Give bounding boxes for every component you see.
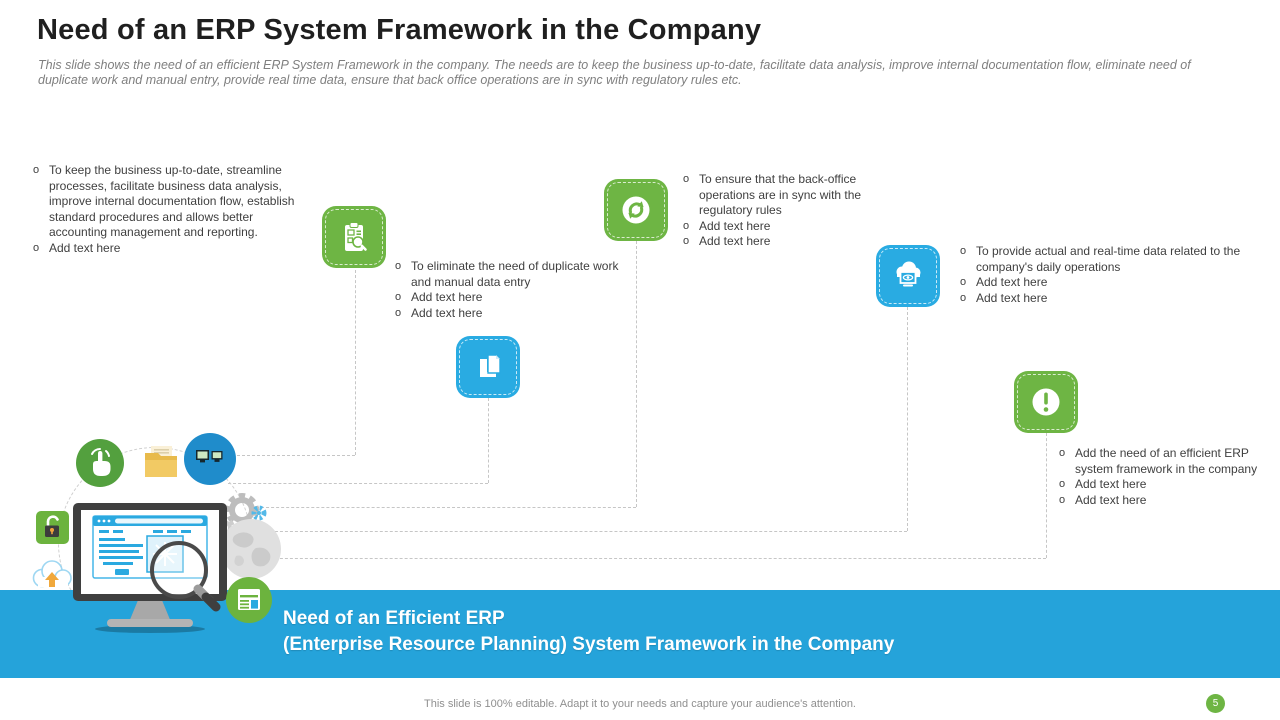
magnifier-icon	[146, 539, 232, 630]
bullet-marker: o	[959, 276, 967, 288]
footer-note: This slide is 100% editable. Adapt it to…	[424, 698, 856, 710]
bullet-item: o To eliminate the need of duplicate wor…	[392, 259, 624, 290]
bullet-text: Add text here	[699, 218, 771, 233]
browser-doc-icon	[226, 577, 272, 628]
connector-4-horizontal	[240, 531, 907, 532]
bullet-marker: o	[682, 173, 690, 185]
bullet-text: To eliminate the need of duplicate work …	[411, 259, 619, 289]
bullet-item: o Add text here	[680, 219, 880, 235]
bullet-text: Add text here	[411, 305, 483, 320]
monitor-base	[107, 619, 193, 627]
browser-window-illustration	[92, 515, 208, 579]
bullet-item: o Add text here	[1056, 477, 1261, 493]
page-title: Need of an ERP System Framework in the C…	[37, 14, 762, 46]
cloud-upload-icon	[28, 556, 76, 601]
page-subtitle: This slide shows the need of an efficien…	[38, 58, 1191, 87]
bullet-item: o To ensure that the back-office operati…	[680, 172, 880, 219]
need-list-5: o Add the need of an efficient ERP syste…	[1056, 446, 1261, 508]
bullet-text: Add text here	[1075, 492, 1147, 507]
connector-4-vertical	[907, 307, 908, 531]
bullet-item: o Add text here	[392, 306, 624, 322]
bullet-marker: o	[32, 241, 40, 254]
exclamation-glyph	[1032, 388, 1060, 416]
need-list-2: o To eliminate the need of duplicate wor…	[392, 259, 624, 321]
bullet-marker: o	[1058, 493, 1066, 506]
bullet-item: o Add text here	[392, 290, 624, 306]
need-list-4: o To provide actual and real-time data r…	[957, 244, 1249, 306]
bullet-marker: o	[1058, 447, 1066, 459]
connector-3-vertical	[636, 241, 637, 507]
copy-documents-glyph	[480, 354, 501, 377]
clipboard-audit-glyph	[345, 222, 367, 251]
bullet-text: To keep the business up-to-date, streaml…	[49, 163, 295, 239]
bullet-text: Add text here	[976, 275, 1048, 289]
bullet-marker: o	[394, 306, 402, 319]
cloud-monitor-glyph	[896, 261, 921, 287]
bullet-text: Add text here	[411, 290, 483, 304]
bullet-text: Add text here	[699, 234, 771, 248]
bullet-item: o Add text here	[680, 234, 880, 250]
padlock-icon	[36, 511, 69, 549]
bullet-item: o Add text here	[1056, 493, 1261, 509]
bullet-marker: o	[1058, 478, 1066, 490]
connector-3-horizontal	[256, 507, 636, 508]
sync-arrows-glyph	[622, 196, 650, 224]
bullet-marker: o	[32, 164, 40, 176]
devices-icon	[184, 433, 236, 490]
bullet-marker: o	[394, 260, 402, 272]
connector-5-vertical	[1046, 433, 1047, 558]
click-hand-icon	[76, 439, 124, 492]
need-list-1: o To keep the business up-to-date, strea…	[30, 163, 312, 256]
bullet-item: o To provide actual and real-time data r…	[957, 244, 1249, 275]
copy-documents-icon	[456, 336, 520, 398]
connector-2-horizontal	[228, 483, 488, 484]
globe-icon	[220, 518, 282, 585]
bullet-text: Add text here	[976, 290, 1048, 305]
banner-line-1: Need of an Efficient ERP	[283, 608, 505, 629]
need-list-3: o To ensure that the back-office operati…	[680, 172, 880, 250]
clipboard-audit-icon	[322, 206, 386, 268]
monitor-screen	[81, 510, 219, 594]
connector-1-vertical	[355, 270, 356, 455]
bullet-text: Add text here	[1075, 477, 1147, 491]
bullet-text: To ensure that the back-office operation…	[699, 172, 862, 217]
banner-line-2: (Enterprise Resource Planning) System Fr…	[283, 634, 895, 655]
connector-5-horizontal	[250, 558, 1046, 559]
bullet-marker: o	[959, 291, 967, 304]
page-number-badge: 5	[1206, 694, 1225, 713]
starburst-icon	[250, 504, 268, 527]
banner-text: Need of an Efficient ERP (Enterprise Res…	[283, 606, 894, 658]
bullet-text: To provide actual and real-time data rel…	[976, 244, 1241, 274]
bullet-marker: o	[959, 245, 967, 257]
bullet-marker: o	[394, 291, 402, 303]
bullet-marker: o	[682, 235, 690, 247]
connector-2-vertical	[488, 398, 489, 483]
connector-1-horizontal	[237, 455, 355, 456]
bullet-text: Add the need of an efficient ERP system …	[1075, 446, 1258, 476]
sync-arrows-icon	[604, 179, 668, 241]
monitor-stand	[129, 601, 171, 620]
exclamation-icon	[1014, 371, 1078, 433]
folder-icon	[138, 441, 184, 488]
bullet-marker: o	[682, 219, 690, 232]
bullet-text: Add text here	[49, 240, 121, 255]
bullet-item: o To keep the business up-to-date, strea…	[30, 163, 312, 241]
monitor-shadow	[95, 625, 205, 633]
bullet-item: o Add text here	[957, 291, 1249, 307]
cloud-monitor-icon	[876, 245, 940, 307]
bullet-item: o Add text here	[957, 275, 1249, 291]
bullet-item: o Add text here	[30, 241, 312, 257]
bullet-item: o Add the need of an efficient ERP syste…	[1056, 446, 1261, 477]
